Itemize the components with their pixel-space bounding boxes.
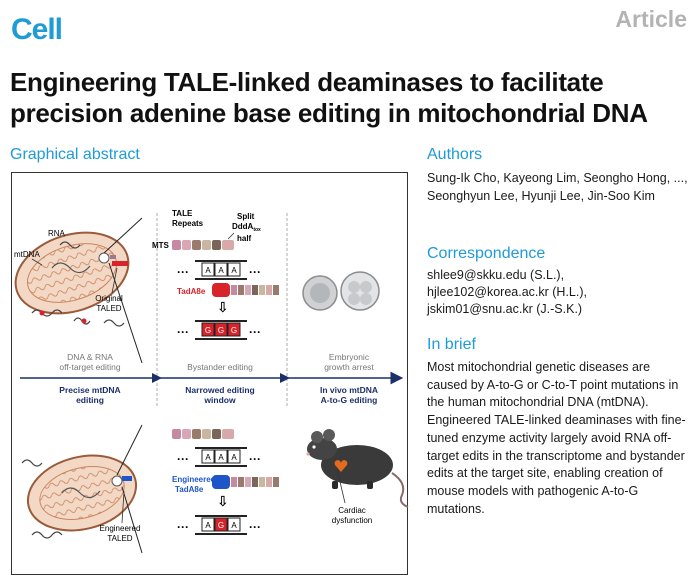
authors-heading: Authors — [427, 146, 483, 163]
cardiac-label-2: dysfunction — [332, 516, 372, 525]
original-label: Original — [95, 294, 123, 303]
correspondence-email-2[interactable]: hjlee102@korea.ac.kr (H.L.), — [427, 285, 587, 299]
mitochondrion-bottom-illustration — [26, 454, 138, 532]
precise-label-1: Precise mtDNA — [59, 385, 120, 395]
svg-text:···: ··· — [249, 520, 261, 534]
graphical-abstract-figure: RNA mtDNA Original TALED TALE Repeats Sp… — [11, 172, 409, 575]
engineered-taled-label: TALED — [107, 534, 132, 543]
graphical-abstract-svg: RNA mtDNA Original TALED TALE Repeats Sp… — [14, 209, 409, 554]
invivo-label-1: In vivo mtDNA — [320, 385, 378, 395]
correspondence-heading: Correspondence — [427, 245, 546, 262]
down-arrow-top: ⇩ — [217, 299, 229, 315]
svg-text:A: A — [218, 453, 224, 462]
tadabe-label-top: TadA8e — [177, 287, 206, 296]
half-label: half — [237, 234, 252, 243]
dna-rna-label-2: off-target editing — [59, 362, 121, 372]
embryonic-label-2: growth arrest — [324, 362, 374, 372]
svg-text:···: ··· — [177, 325, 189, 339]
in-brief-block: Most mitochondrial genetic diseases are … — [427, 359, 689, 518]
graphical-abstract-heading: Graphical abstract — [10, 146, 140, 163]
engineered-tadabe-label-2: TadA8e — [175, 485, 204, 494]
correspondence-email-1[interactable]: shlee9@skku.edu (S.L.), — [427, 268, 565, 282]
narrowed-label-1: Narrowed editing — [185, 385, 254, 395]
engineered-tadabe-construct — [212, 475, 279, 489]
svg-text:G: G — [218, 326, 224, 335]
dna-target-top: ··· A A A ··· — [177, 260, 261, 280]
svg-text:···: ··· — [249, 452, 261, 466]
repeats-label: Repeats — [172, 219, 204, 228]
dna-edited-top: ··· G G G ··· — [177, 320, 261, 340]
svg-text:···: ··· — [249, 265, 261, 279]
engineered-label: Engineered — [100, 524, 141, 533]
split-label: Split — [237, 212, 255, 221]
article-title: Engineering TALE-linked deaminases to fa… — [10, 67, 648, 128]
svg-text:A: A — [205, 453, 211, 462]
svg-text:···: ··· — [177, 520, 189, 534]
narrowed-label-2: window — [203, 395, 236, 405]
mts-label: MTS — [152, 241, 170, 250]
dna-rna-label-1: DNA & RNA — [67, 352, 113, 362]
journal-logo[interactable]: Cell — [11, 13, 63, 46]
tadabe-construct-top — [212, 283, 279, 297]
authors-text: Sung-Ik Cho, Kayeong Lim, Seongho Hong, … — [427, 171, 688, 203]
rna-squiggles-bottom — [21, 459, 63, 539]
rna-squiggles — [31, 241, 125, 327]
ddda-label: DddAtox — [232, 222, 261, 233]
taled-label: TALED — [96, 304, 121, 313]
dna-target-bottom: ··· A A A ··· — [177, 447, 261, 467]
correspondence-block: shlee9@skku.edu (S.L.), hjlee102@korea.a… — [427, 267, 689, 318]
bystander-label: Bystander editing — [187, 362, 253, 372]
mtdna-label: mtDNA — [14, 250, 40, 259]
svg-text:A: A — [231, 521, 237, 530]
svg-text:A: A — [218, 266, 224, 275]
down-arrow-bottom: ⇩ — [217, 493, 229, 509]
in-brief-text: Most mitochondrial genetic diseases are … — [427, 360, 686, 516]
tale-repeats-construct-top — [172, 240, 234, 250]
cardiac-label-1: Cardiac — [338, 506, 366, 515]
invivo-label-2: A-to-G editing — [321, 395, 378, 405]
svg-text:G: G — [231, 326, 237, 335]
embryonic-label-1: Embryonic — [329, 352, 370, 362]
in-brief-heading: In brief — [427, 336, 476, 353]
svg-text:···: ··· — [249, 325, 261, 339]
authors-block: Sung-Ik Cho, Kayeong Lim, Seongho Hong, … — [427, 170, 689, 205]
article-type-label: Article — [615, 6, 687, 32]
svg-text:A: A — [205, 266, 211, 275]
original-taled-marker — [110, 255, 128, 266]
svg-text:G: G — [218, 521, 224, 530]
rna-label: RNA — [48, 229, 66, 238]
dna-edited-bottom: ··· A G A ··· — [177, 515, 261, 535]
correspondence-email-3[interactable]: jskim01@snu.ac.kr (J.-S.K.) — [427, 302, 583, 316]
tale-repeats-construct-bottom — [172, 429, 234, 439]
svg-text:···: ··· — [177, 265, 189, 279]
svg-text:···: ··· — [177, 452, 189, 466]
svg-text:A: A — [205, 521, 211, 530]
engineered-tadabe-label-1: Engineered — [172, 475, 216, 484]
precise-label-2: editing — [76, 395, 104, 405]
svg-text:A: A — [231, 266, 237, 275]
tale-label: TALE — [172, 209, 193, 218]
mouse-illustration — [306, 429, 409, 508]
svg-text:A: A — [231, 453, 237, 462]
svg-text:G: G — [205, 326, 211, 335]
embryos-illustration — [302, 271, 380, 311]
